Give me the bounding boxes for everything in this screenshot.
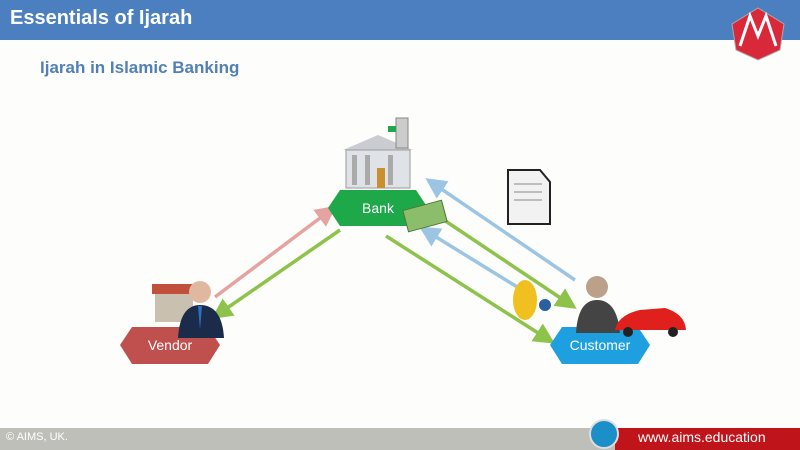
copyright-icon: © xyxy=(6,431,15,443)
vendor-person-icon xyxy=(178,281,224,338)
copyright-text: AIMS, UK. xyxy=(16,431,68,443)
slide-subtitle: Ijarah in Islamic Banking xyxy=(40,58,240,77)
arrow-customer-to-bank xyxy=(425,178,576,282)
bank-node xyxy=(328,190,428,226)
arrow-bank-to-customer-1 xyxy=(437,214,577,309)
bank-label: Bank xyxy=(362,200,394,216)
footer-url-bar xyxy=(615,428,800,450)
contract-document-icon xyxy=(507,169,551,225)
globe-icon xyxy=(589,419,619,449)
bank-building-icon xyxy=(343,117,413,189)
customer-label: Customer xyxy=(569,337,631,353)
arrow-bank-to-customer-2 xyxy=(385,234,555,344)
website-link[interactable]: www.aims.education xyxy=(638,429,766,445)
keys-icon xyxy=(513,280,551,320)
customer-node xyxy=(550,327,650,364)
aims-logo-icon xyxy=(731,7,785,61)
vendor-label: Vendor xyxy=(147,337,193,353)
money-icon xyxy=(402,199,448,233)
arrow-bank-to-vendor xyxy=(211,228,341,319)
car-icon xyxy=(615,308,686,337)
copyright: © AIMS, UK. xyxy=(6,431,68,443)
slide-title: Essentials of Ijarah xyxy=(10,7,193,29)
customer-person-icon xyxy=(576,276,620,333)
header-bar xyxy=(0,0,800,40)
arrow-vendor-to-bank xyxy=(213,205,337,299)
